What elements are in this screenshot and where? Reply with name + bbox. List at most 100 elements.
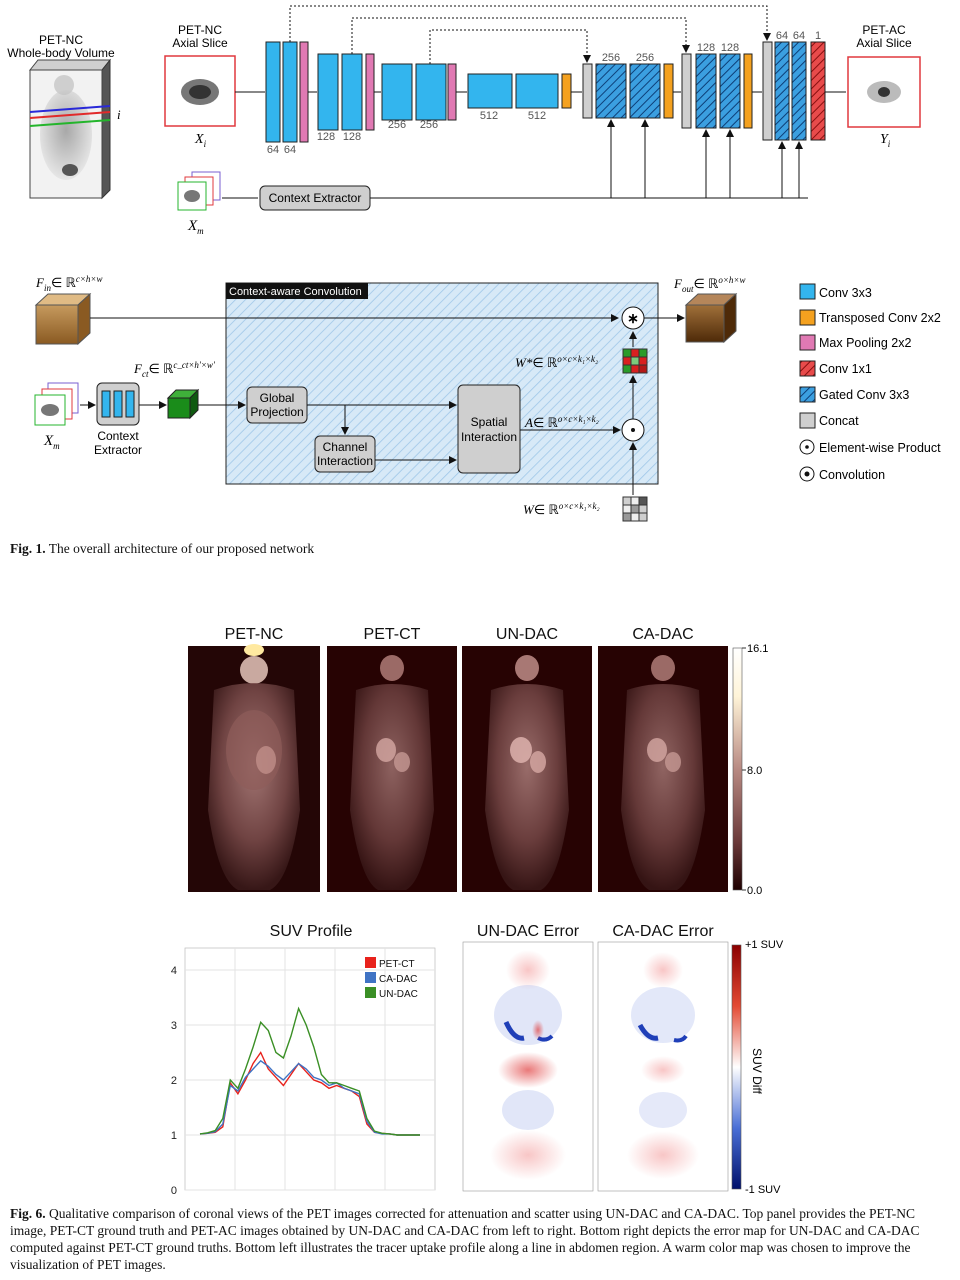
un-dac-image: [462, 646, 592, 892]
svg-text:64: 64: [776, 30, 788, 42]
conv-block-1: [265, 41, 281, 143]
w-star-grid: [622, 348, 648, 374]
colorbar-tick-mid: 8.0: [747, 765, 762, 777]
diff-label: SUV Diff: [750, 1048, 764, 1094]
context-aware-title: Context-aware Convolution: [229, 286, 362, 298]
skip-connection-2: [351, 17, 690, 54]
yi-label: Yi: [880, 132, 891, 149]
legend-label: Convolution: [819, 468, 885, 482]
legend-entry-pet-ct: PET-CT: [379, 959, 415, 970]
fig1-caption-label: Fig. 1.: [10, 541, 46, 556]
conv-block-3: [317, 53, 339, 131]
fig1-caption: Fig. 1. The overall architecture of our …: [10, 540, 950, 557]
concat-block-3: [762, 41, 773, 141]
panel-title-petnc: PET-NC: [224, 626, 284, 643]
fig6-caption-label: Fig. 6.: [10, 1206, 46, 1221]
y-tick-label: 0: [171, 1185, 177, 1197]
tconv-block-3: [743, 53, 753, 129]
pool-block-2: [365, 53, 375, 131]
pet-ct-image: [327, 646, 457, 892]
legend-label: Conv 3x3: [819, 286, 872, 300]
tconv-block-1: [561, 73, 572, 109]
axial-in-title-1: PET-NC: [178, 23, 222, 37]
xm-label-bottom: Xm: [43, 433, 60, 451]
svg-text:1: 1: [815, 30, 821, 42]
svg-text:Global: Global: [260, 391, 295, 405]
legend-swatch-transposed: [799, 309, 816, 326]
whole-body-volume: [28, 58, 112, 200]
fig6-caption-text: Qualitative comparison of coronal views …: [10, 1206, 920, 1272]
svg-text:256: 256: [602, 52, 620, 64]
conv-block-4: [341, 53, 363, 131]
svg-text:128: 128: [317, 131, 335, 143]
legend-swatch-pet-ct: [365, 957, 376, 968]
series-line-un-dac: [199, 1006, 420, 1136]
panel-title-undac: UN-DAC: [495, 626, 559, 643]
svg-text:64: 64: [267, 144, 279, 156]
f-out-cube: [684, 292, 738, 344]
xi-label: Xi: [194, 132, 207, 149]
colorbar-tick-max: 16.1: [747, 643, 768, 655]
svg-text:512: 512: [528, 110, 546, 122]
w-label: W∈ ℝo×c×k₁×k₂: [523, 501, 600, 517]
svg-text:Projection: Projection: [250, 405, 303, 419]
legend: Conv 3x3 Transposed Conv 2x2 Max Pooling…: [799, 283, 941, 482]
volume-title-2: Whole-body Volume: [7, 46, 115, 60]
ca-dac-image: [598, 646, 728, 892]
svg-text:64: 64: [284, 144, 296, 156]
f-in-label: Fin∈ ℝc×h×w: [35, 274, 103, 293]
legend-entry-un-dac: UN-DAC: [379, 989, 418, 1000]
a-label: A∈ ℝo×c×k₁×k₂: [524, 414, 599, 430]
legend-label: Transposed Conv 2x2: [819, 311, 941, 325]
svg-text:Context Extractor: Context Extractor: [269, 191, 362, 205]
f-out-label: Fout∈ ℝo×h×w: [673, 275, 746, 294]
svg-text:128: 128: [343, 131, 361, 143]
context-stack-top: [177, 171, 221, 211]
legend-label: Concat: [819, 414, 859, 428]
legend-swatch-conv1x1: [799, 360, 816, 377]
svg-text:Channel: Channel: [323, 440, 368, 454]
legend-swatch-ca-dac: [365, 972, 376, 983]
concat-block-1: [582, 63, 593, 119]
legend-label: Element-wise Product: [819, 441, 941, 455]
svg-text:64: 64: [793, 30, 805, 42]
pet-nc-image: [188, 644, 320, 892]
svg-text:Context: Context: [97, 429, 139, 443]
channel-interaction-box: [314, 435, 376, 473]
conv-block-7: [467, 73, 513, 109]
legend-label: Conv 1x1: [819, 362, 872, 376]
colorbar-tick-min: 0.0: [747, 885, 762, 897]
skip-connection-1: [289, 5, 771, 42]
legend-label: Gated Conv 3x3: [819, 388, 909, 402]
legend-swatch-un-dac: [365, 987, 376, 998]
panel-title-petct: PET-CT: [363, 626, 421, 643]
error-title-undac: UN-DAC Error: [476, 923, 580, 940]
tconv-block-2: [663, 63, 674, 119]
skip-connection-3: [429, 29, 591, 64]
figure-6-images: 16.1 8.0 0.0 +1 SUV -1 SUV SUV Diff: [188, 643, 784, 1196]
gated-conv-block-6: [791, 41, 807, 141]
diff-tick-max: +1 SUV: [745, 939, 784, 951]
f-ct-cube: [166, 388, 200, 420]
concat-block-2: [681, 53, 692, 129]
ca-dac-error-map: [597, 941, 729, 1192]
figure-1-diagram: PET-NC Whole-body Volume i PET-NC Axial …: [7, 5, 941, 522]
context-stack-bottom: [34, 382, 79, 426]
y-tick-label: 4: [171, 965, 177, 977]
legend-swatch-conv3x3: [799, 283, 816, 300]
axial-in-title-2: Axial Slice: [172, 36, 228, 50]
conv1x1-block: [810, 41, 826, 141]
volume-title-1: PET-NC: [39, 33, 83, 47]
un-dac-error-map: [462, 941, 594, 1192]
svg-text:∗: ∗: [627, 310, 639, 326]
y-tick-label: 2: [171, 1075, 177, 1087]
svg-text:Interaction: Interaction: [461, 430, 517, 444]
gated-conv-block-2: [629, 63, 661, 119]
svg-text:128: 128: [721, 42, 739, 54]
error-title-cadac: CA-DAC Error: [612, 923, 714, 940]
svg-text:256: 256: [420, 119, 438, 131]
legend-entry-ca-dac: CA-DAC: [379, 974, 417, 985]
pool-block-1: [299, 41, 309, 143]
y-tick-label: 1: [171, 1130, 177, 1142]
